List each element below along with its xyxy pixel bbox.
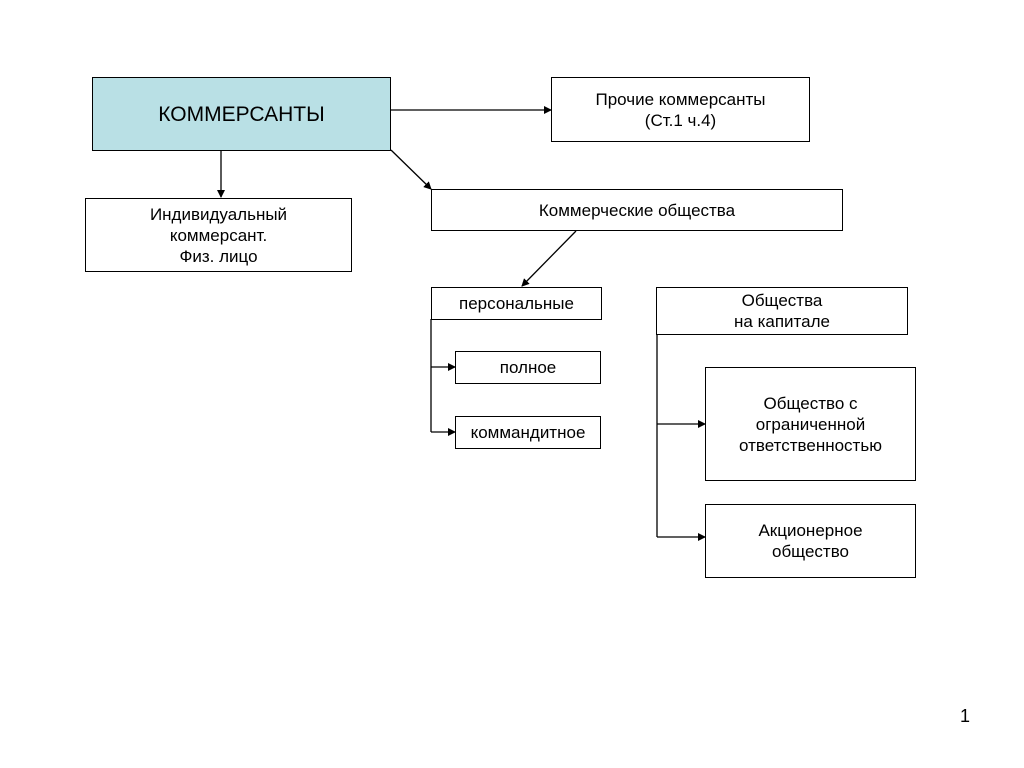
node-joint-stock-label: Акционерное общество	[758, 521, 863, 561]
node-other-merchants-label: Прочие коммерсанты (Ст.1 ч.4)	[595, 89, 766, 130]
node-joint-stock: Акционерное общество	[705, 504, 916, 578]
node-llc-label: Общество с ограниченной ответственностью	[739, 393, 882, 455]
node-individual-merchant-label: Индивидуальный коммерсант. Физ. лицо	[149, 204, 288, 266]
node-capital-companies: Общества на капитале	[656, 287, 908, 335]
node-full-partnership-label: полное	[499, 358, 557, 377]
node-personal-label: персональные	[459, 294, 574, 313]
node-capital-companies-label: Общества на капитале	[734, 291, 830, 331]
node-commercial-companies: Коммерческие общества	[431, 189, 843, 231]
node-other-merchants: Прочие коммерсанты (Ст.1 ч.4)	[551, 77, 810, 142]
node-llc: Общество с ограниченной ответственностью	[705, 367, 916, 481]
arrow-root-to-commercial	[390, 149, 432, 190]
root-node-label: КОММЕРСАНТЫ	[158, 102, 325, 126]
node-individual-merchant: Индивидуальный коммерсант. Физ. лицо	[85, 198, 352, 272]
node-full-partnership: полное	[455, 351, 601, 384]
node-limited-partnership: коммандитное	[455, 416, 601, 449]
arrow-commercial-to-personal	[521, 230, 577, 287]
node-limited-partnership-label: коммандитное	[470, 423, 586, 442]
node-personal: персональные	[431, 287, 602, 320]
slide-number: 1	[959, 706, 970, 726]
node-commercial-companies-label: Коммерческие общества	[538, 200, 736, 220]
root-node-merchants: КОММЕРСАНТЫ	[92, 77, 391, 151]
